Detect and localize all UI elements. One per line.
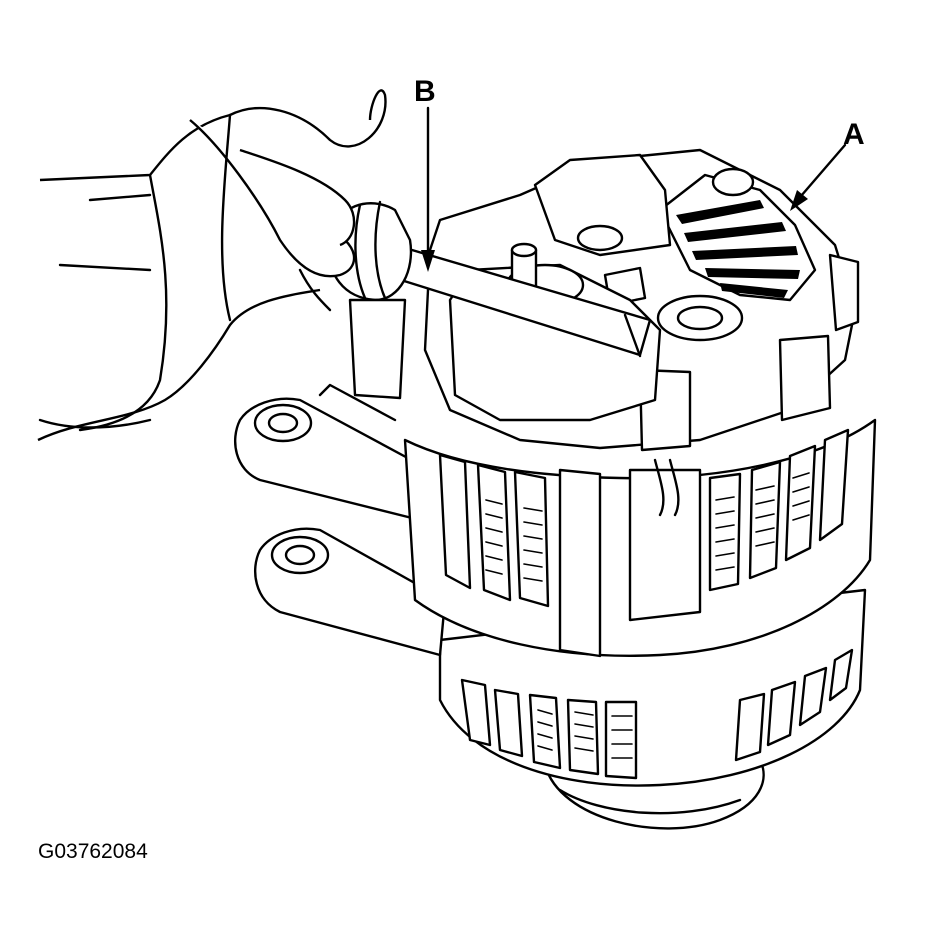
lower-windings — [537, 709, 633, 759]
callout-a: A — [790, 118, 865, 211]
lower-fins — [460, 648, 854, 780]
label-a: A — [843, 118, 865, 151]
figure-code: G03762084 — [38, 840, 148, 863]
cover-vents — [658, 173, 817, 302]
stator-windings — [485, 472, 810, 582]
label-b: B — [414, 75, 436, 108]
mounting-flange — [233, 383, 447, 657]
screwdriver — [328, 200, 652, 400]
hand — [37, 89, 387, 442]
callout-b: B — [414, 75, 436, 272]
stator-housing — [403, 418, 877, 658]
